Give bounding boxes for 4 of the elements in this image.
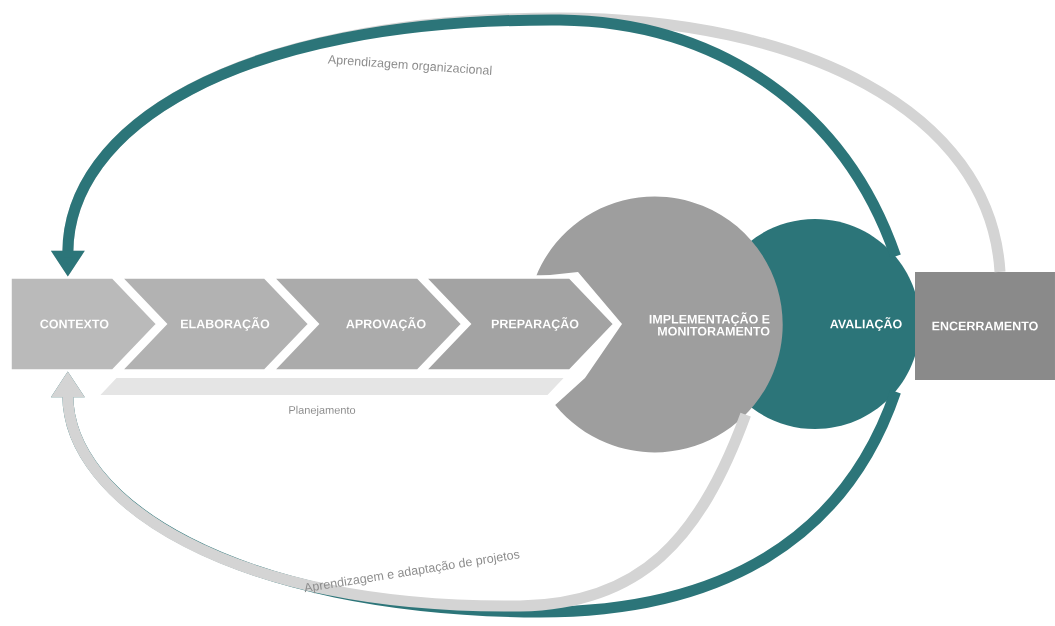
- edge-label: Aprendizagem organizacional: [327, 55, 492, 75]
- edge-label: Aprendizagem e adaptação de projetos: [304, 551, 520, 594]
- closing-box: ENCERRAMENTO: [915, 272, 1055, 380]
- node-label: Planejamento: [289, 405, 356, 417]
